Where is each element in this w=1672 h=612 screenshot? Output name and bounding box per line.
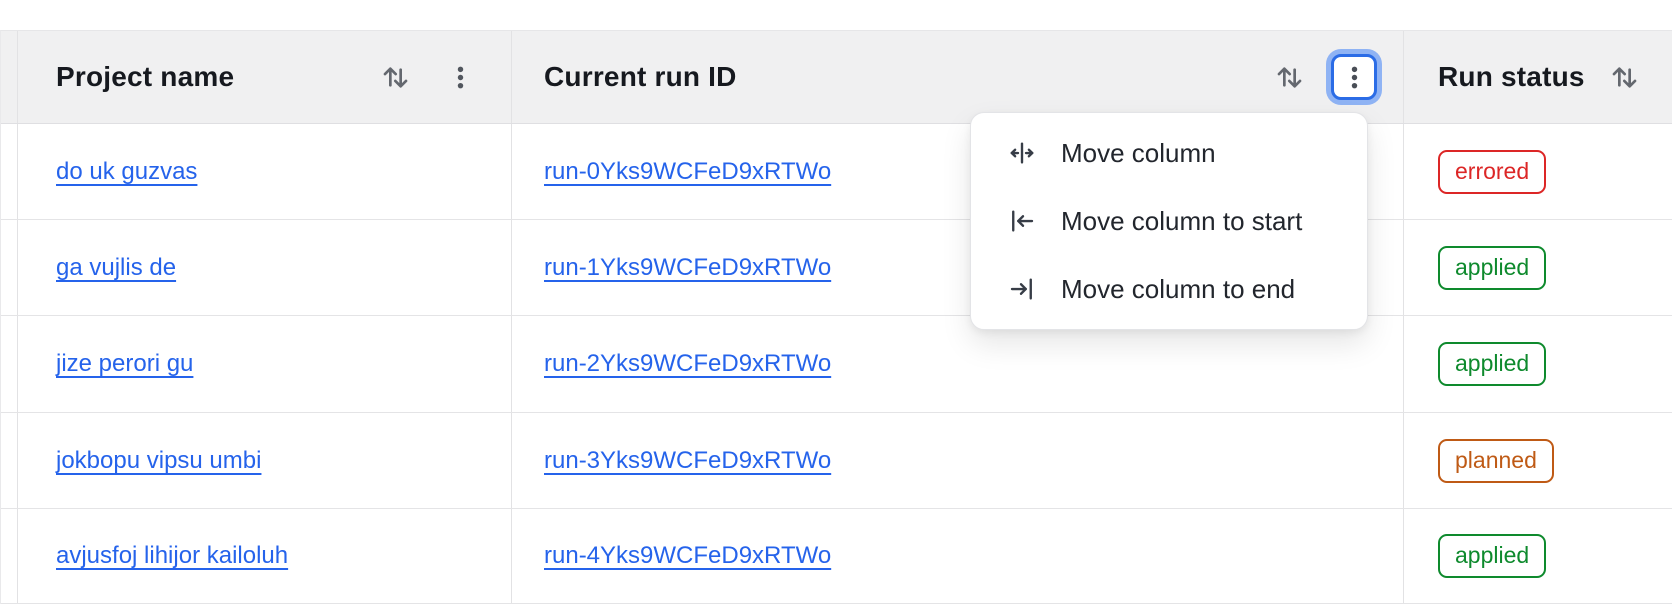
status-badge: applied [1438,342,1547,386]
gutter-cell [1,413,18,508]
menu-item-move-column-to-end[interactable]: Move column to end [971,255,1367,323]
status-badge: errored [1438,149,1547,194]
run-id-link[interactable]: run-0Yks9WCFeD9xRTWo [544,157,832,185]
run-status-cell: applied [1404,220,1672,315]
project-name-cell: avjusfoj lihijor kailoluh [18,509,512,603]
gutter-header-cell [1,31,18,123]
menu-item-label: Move column [1061,137,1216,168]
run-id-cell: run-2Yks9WCFeD9xRTWo [512,316,1404,412]
project-name-cell: jokbopu vipsu umbi [18,413,512,508]
project-link[interactable]: ga vujlis de [56,253,177,281]
projects-table: Project name Current run ID Run status [0,30,1672,604]
column-menu-button-project-name[interactable] [437,54,483,100]
project-link[interactable]: jize perori gu [56,350,194,377]
run-status-cell: planned [1404,413,1672,508]
column-label: Current run ID [544,61,737,92]
column-header-project-name: Project name [18,31,512,123]
project-link[interactable]: avjusfoj lihijor kailoluh [56,542,289,569]
column-header-run-status: Run status [1404,31,1672,123]
run-id-link[interactable]: run-4Yks9WCFeD9xRTWo [544,542,832,569]
project-link[interactable]: do uk guzvas [56,157,198,185]
gutter-cell [1,220,18,315]
gutter-cell [1,316,18,412]
project-name-cell: do uk guzvas [18,124,512,219]
run-status-cell: applied [1404,509,1672,603]
move-column-to-start-icon [1012,210,1034,232]
table-row: jokbopu vipsu umbi run-3Yks9WCFeD9xRTWo … [1,413,1672,509]
run-id-cell: run-4Yks9WCFeD9xRTWo [512,509,1404,603]
gutter-cell [1,124,18,219]
status-badge: planned [1438,438,1554,483]
menu-item-move-column[interactable]: Move column [971,119,1367,187]
run-status-cell: errored [1404,124,1672,219]
menu-item-label: Move column to end [1061,273,1296,304]
gutter-cell [1,509,18,603]
run-id-link[interactable]: run-3Yks9WCFeD9xRTWo [544,446,832,474]
run-id-cell: run-3Yks9WCFeD9xRTWo [512,413,1404,508]
move-column-icon [1010,142,1034,164]
run-id-cell: run-1Yks9WCFeD9xRTWo [512,220,1404,315]
run-id-link[interactable]: run-2Yks9WCFeD9xRTWo [544,350,832,377]
sort-button-current-run-id[interactable] [1269,54,1309,100]
sort-button-run-status[interactable] [1604,54,1644,100]
table-header-row: Project name Current run ID Run status [1,31,1672,124]
column-label: Project name [56,61,235,92]
project-link[interactable]: jokbopu vipsu umbi [56,446,262,474]
table-row: jize perori gu run-2Yks9WCFeD9xRTWo appl… [1,316,1672,413]
table-row: do uk guzvas run-0Yks9WCFeD9xRTWo errore… [1,124,1672,220]
status-badge: applied [1438,534,1547,578]
kebab-menu-icon [457,66,463,88]
project-name-cell: jize perori gu [18,316,512,412]
project-name-cell: ga vujlis de [18,220,512,315]
column-label: Run status [1438,61,1585,92]
sort-icon [383,66,407,88]
table-row: avjusfoj lihijor kailoluh run-4Yks9WCFeD… [1,509,1672,604]
kebab-menu-icon [1351,66,1357,88]
run-status-cell: applied [1404,316,1672,412]
column-options-menu: Move column Move column to start Move co… [970,112,1368,330]
run-id-link[interactable]: run-1Yks9WCFeD9xRTWo [544,253,832,281]
sort-icon [1612,66,1636,88]
menu-item-label: Move column to start [1061,205,1303,236]
menu-item-move-column-to-start[interactable]: Move column to start [971,187,1367,255]
table-row: ga vujlis de run-1Yks9WCFeD9xRTWo applie… [1,220,1672,316]
column-menu-button-current-run-id[interactable] [1331,54,1377,100]
sort-button-project-name[interactable] [375,54,415,100]
column-header-current-run-id: Current run ID [512,31,1404,123]
sort-icon [1277,66,1301,88]
run-id-cell: run-0Yks9WCFeD9xRTWo [512,124,1404,219]
status-badge: applied [1438,245,1547,290]
move-column-to-end-icon [1010,278,1032,300]
